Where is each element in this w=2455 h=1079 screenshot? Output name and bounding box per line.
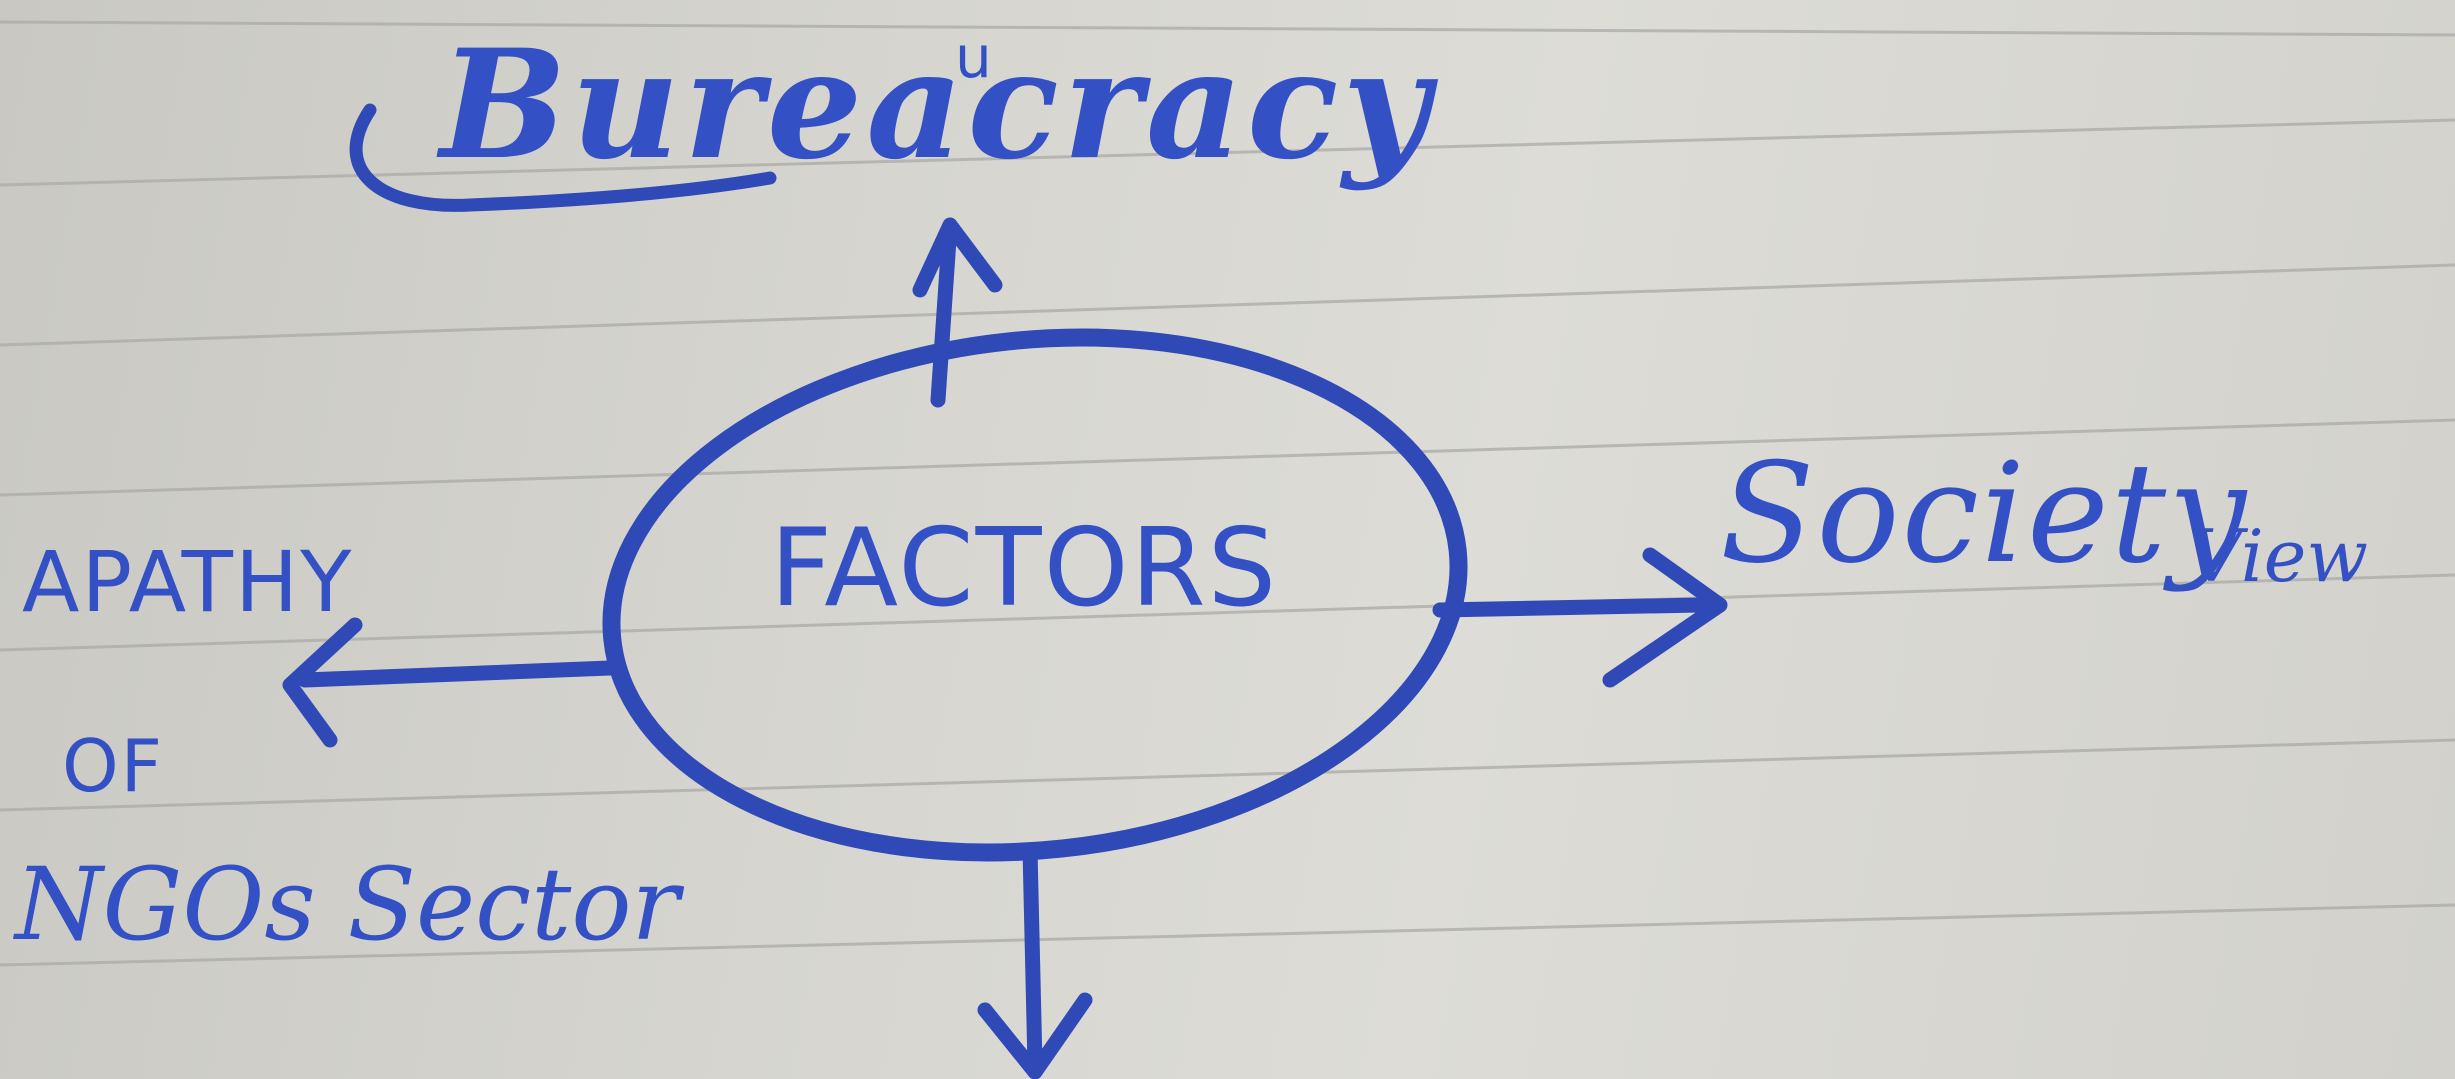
ruled-line xyxy=(0,263,2455,347)
arrow-down xyxy=(977,842,1093,1079)
factors-ellipse xyxy=(602,328,1468,862)
arrow-to-apathy xyxy=(282,617,618,748)
node-society: Society xyxy=(1720,433,2249,594)
node-apathy: APATHY xyxy=(22,533,354,631)
center-factors-label: FACTORS xyxy=(770,506,1279,631)
bureaucracy-underline xyxy=(349,103,777,212)
arrow-to-society-view xyxy=(1432,547,1728,688)
node-view: View xyxy=(2190,514,2368,598)
ruled-line xyxy=(0,738,2455,812)
node-bureaucracy: Bureacracy xyxy=(440,17,1434,193)
arrow-to-bureaucracy xyxy=(912,217,1003,408)
node-bureaucracy-correction: u xyxy=(955,23,992,91)
node-of: OF xyxy=(62,724,165,808)
node-ngos-sector: NGOs Sector xyxy=(15,846,680,963)
